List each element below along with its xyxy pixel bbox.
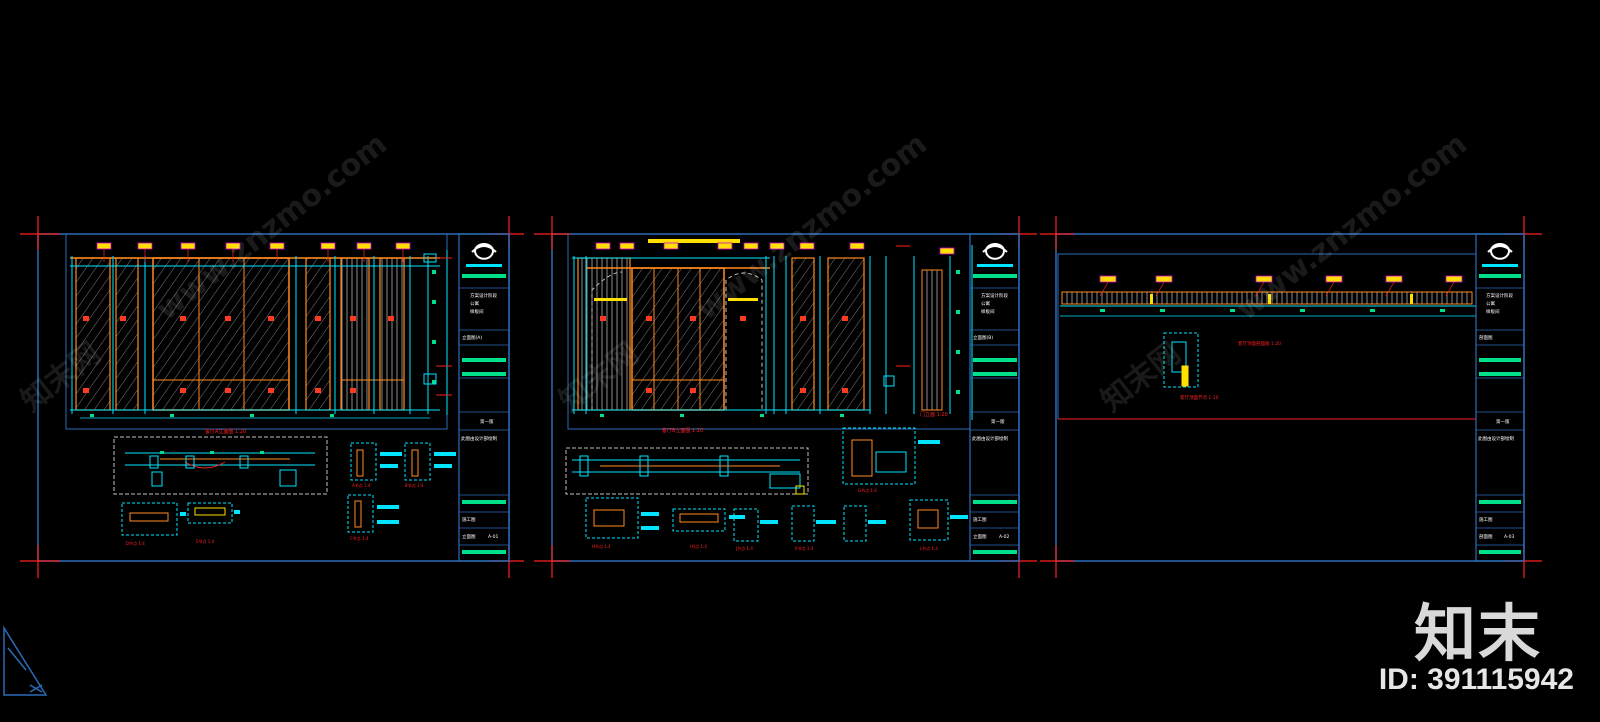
sheet-1[interactable]: 客厅A立面图 1:20 [20,216,524,578]
sheet-2-tb-drawing: 立面图(B) [973,334,993,341]
sheet-2-tb-client: 公寓 [981,300,990,307]
sheet-1-caption-c: C节点 1:4 [350,535,369,541]
sheet-2-caption-i: I节点 1:4 [690,543,707,549]
sheet-1-title-block[interactable]: 方案设计阶段 公寓 样板间 立面图(A) 第一版 此图由设计部绘制 施工图 立面… [458,233,510,562]
sheet-1-tb-stage: 施工图 [462,516,476,523]
sheet-1-tb-type: 立面图 [462,533,476,540]
sheet-3-tb-project: 方案设计阶段 [1486,292,1513,299]
sheet-3-tb-note: 此图由设计部绘制 [1478,435,1514,442]
sheet-2-section[interactable] [565,447,809,495]
sheet-2-title-block[interactable]: 方案设计阶段 公寓 样板间 立面图(B) 第一版 此图由设计部绘制 施工图 立面… [969,233,1020,562]
sheet-2-company-logo-icon [982,243,1008,260]
sheet-2-tb-version: 第一版 [991,418,1005,425]
sheet-2-caption-door: 门立面 1:20 [920,411,948,418]
sheet-1-tb-client: 公寓 [470,300,479,307]
sheet-2-tb-type: 立面图 [973,533,987,540]
sheet-1-tb-version: 第一版 [480,418,494,425]
sheet-3-caption-node: 客厅顶面节点 1:10 [1180,394,1219,401]
sheet-3-tb-client: 公寓 [1486,300,1495,307]
sheet-2-tb-project: 方案设计阶段 [981,292,1008,299]
sheet-3-tb-version: 第一版 [1496,418,1510,425]
sheet-2-caption-h: H节点 1:4 [592,543,611,549]
sheet-3-tb-drawing: 剖面图 [1479,334,1493,341]
asset-id-label: ID: 391115942 [1378,663,1574,696]
sheet-2-tb-note: 此图由设计部绘制 [972,435,1008,442]
sheet-1-tb-note: 此图由设计部绘制 [461,435,497,442]
sheet-1-section[interactable] [113,436,328,495]
ucs-axis-icon [3,625,48,696]
sheet-2-caption-l: L节点 1:4 [920,545,938,551]
sheet-3-caption-section: 客厅顶面剖面图 1:20 [1238,340,1281,347]
sheet-2-tb-stage: 施工图 [973,516,987,523]
sheet-1-tb-number: A-01 [488,534,498,540]
sheet-1-caption-e: E节点 1:4 [196,538,215,544]
sheet-2-tb-space: 样板间 [981,308,995,315]
sheet-3-tb-space: 样板间 [1486,308,1500,315]
sheet-3-company-logo-icon [1487,243,1513,260]
sheet-1-detail-nodes[interactable] [121,442,431,536]
sheet-3-detail-node[interactable] [1163,332,1199,388]
sheet-2-caption-g: G节点 1:4 [858,487,877,493]
sheet-2-caption-j: J节点 1:4 [735,545,753,551]
brand-logo-text: 知末 [1413,597,1542,670]
sheet-1-company-logo-icon [471,243,497,260]
sheet-3[interactable]: 客厅顶面剖面图 1:20 客厅顶面节点 1:10 方案设计阶段 公寓 样板间 [1040,216,1542,578]
sheet-1-caption-b: B节点 1:4 [405,482,424,488]
sheet-1-tb-drawing: 立面图(A) [462,334,482,341]
sheet-1-detail-callouts [180,452,456,524]
sheet-2-tb-number: A-02 [999,534,1009,540]
sheet-2-detail-callouts [641,440,968,530]
sheet-2-caption-main: 客厅B立面图 1:20 [662,427,703,434]
sheet-1-caption-a: A节点 1:4 [352,482,371,488]
sheet-1-tb-project: 方案设计阶段 [470,292,497,299]
sheet-2-caption-k: K节点 1:4 [795,545,814,551]
sheet-1-tb-space: 样板间 [470,308,484,315]
sheet-3-tb-stage: 施工图 [1479,516,1493,523]
sheet-1-caption-d: D节点 1:4 [126,540,145,546]
sheet-3-tb-type: 剖面图 [1479,533,1493,540]
sheet-2[interactable]: 客厅B立面图 1:20 门立面 1:20 [534,216,1037,578]
sheet-1-caption-main: 客厅A立面图 1:20 [205,428,246,435]
sheet-2-detail-nodes[interactable] [585,427,949,542]
sheet-3-title-block[interactable]: 方案设计阶段 公寓 样板间 剖面图 第一版 此图由设计部绘制 施工图 剖面图 A… [1475,233,1525,562]
sheet-3-tb-number: A-03 [1504,534,1514,540]
sheet-3-crop-marks [1040,216,1542,578]
sheet-3-ceiling-section[interactable] [1060,275,1476,317]
sheet-2-elevation[interactable] [572,239,973,420]
sheet-1-elevation[interactable] [70,242,452,419]
